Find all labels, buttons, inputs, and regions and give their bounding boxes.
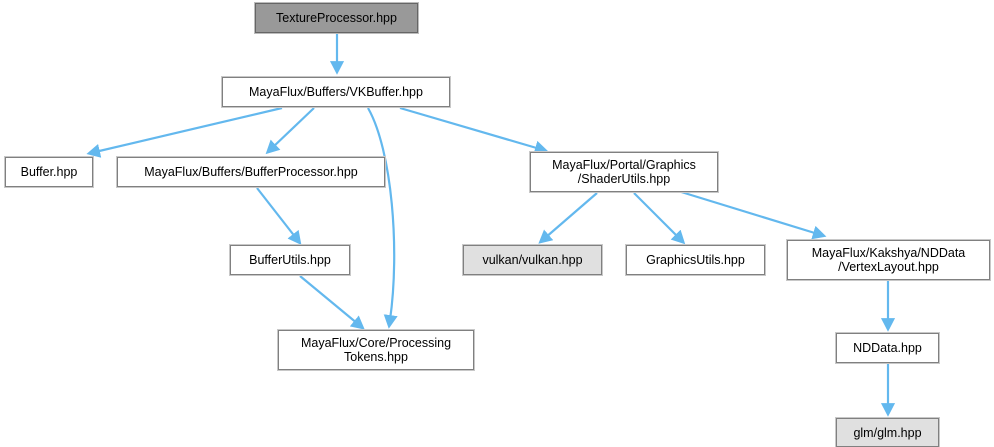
node-label: NDData.hpp	[853, 341, 922, 355]
node-processing-tokens-hpp[interactable]: MayaFlux/Core/Processing Tokens.hpp	[277, 329, 475, 371]
node-texture-processor-hpp[interactable]: TextureProcessor.hpp	[254, 2, 419, 34]
node-label: glm/glm.hpp	[853, 425, 922, 440]
node-label: MayaFlux/Portal/Graphics /ShaderUtils.hp…	[552, 158, 696, 186]
edge-vkbuffer-processingtokens	[367, 107, 398, 329]
edge-shaderutils-graphicsutils	[633, 192, 686, 245]
node-nddata-hpp[interactable]: NDData.hpp	[835, 332, 940, 364]
node-vkbuffer-hpp[interactable]: MayaFlux/Buffers/VKBuffer.hpp	[221, 76, 451, 108]
node-label: BufferUtils.hpp	[249, 253, 331, 267]
node-graphics-utils-hpp[interactable]: GraphicsUtils.hpp	[625, 244, 766, 276]
edge-bufferutils-processingtokens	[299, 275, 365, 330]
node-buffer-utils-hpp[interactable]: BufferUtils.hpp	[229, 244, 351, 276]
node-label: MayaFlux/Core/Processing Tokens.hpp	[300, 336, 452, 364]
edge-shaderutils-vertexlayout	[677, 189, 827, 240]
node-vulkan-vulkan-hpp[interactable]: vulkan/vulkan.hpp	[462, 244, 603, 276]
edge-shaderutils-vulkan	[538, 192, 598, 244]
node-label: MayaFlux/Buffers/BufferProcessor.hpp	[144, 165, 358, 179]
node-label: GraphicsUtils.hpp	[646, 253, 745, 267]
node-buffer-processor-hpp[interactable]: MayaFlux/Buffers/BufferProcessor.hpp	[116, 156, 386, 188]
node-label: TextureProcessor.hpp	[276, 11, 397, 25]
node-glm-glm-hpp[interactable]: glm/glm.hpp	[835, 417, 940, 447]
node-label: MayaFlux/Kakshya/NDData /VertexLayout.hp…	[811, 246, 966, 274]
node-buffer-hpp[interactable]: Buffer.hpp	[4, 156, 94, 188]
edge-vkbuffer-buffer	[86, 106, 283, 158]
edge-bufferprocessor-bufferutils	[256, 187, 302, 245]
node-vertex-layout-hpp[interactable]: MayaFlux/Kakshya/NDData /VertexLayout.hp…	[786, 239, 991, 281]
edge-vkbuffer-shaderutils	[399, 106, 549, 155]
node-label: Buffer.hpp	[20, 165, 78, 179]
node-shader-utils-hpp[interactable]: MayaFlux/Portal/Graphics /ShaderUtils.hp…	[529, 151, 719, 193]
edge-vkbuffer-bufferprocessor	[265, 107, 315, 155]
node-label: vulkan/vulkan.hpp	[482, 253, 583, 267]
node-label: MayaFlux/Buffers/VKBuffer.hpp	[249, 85, 423, 99]
